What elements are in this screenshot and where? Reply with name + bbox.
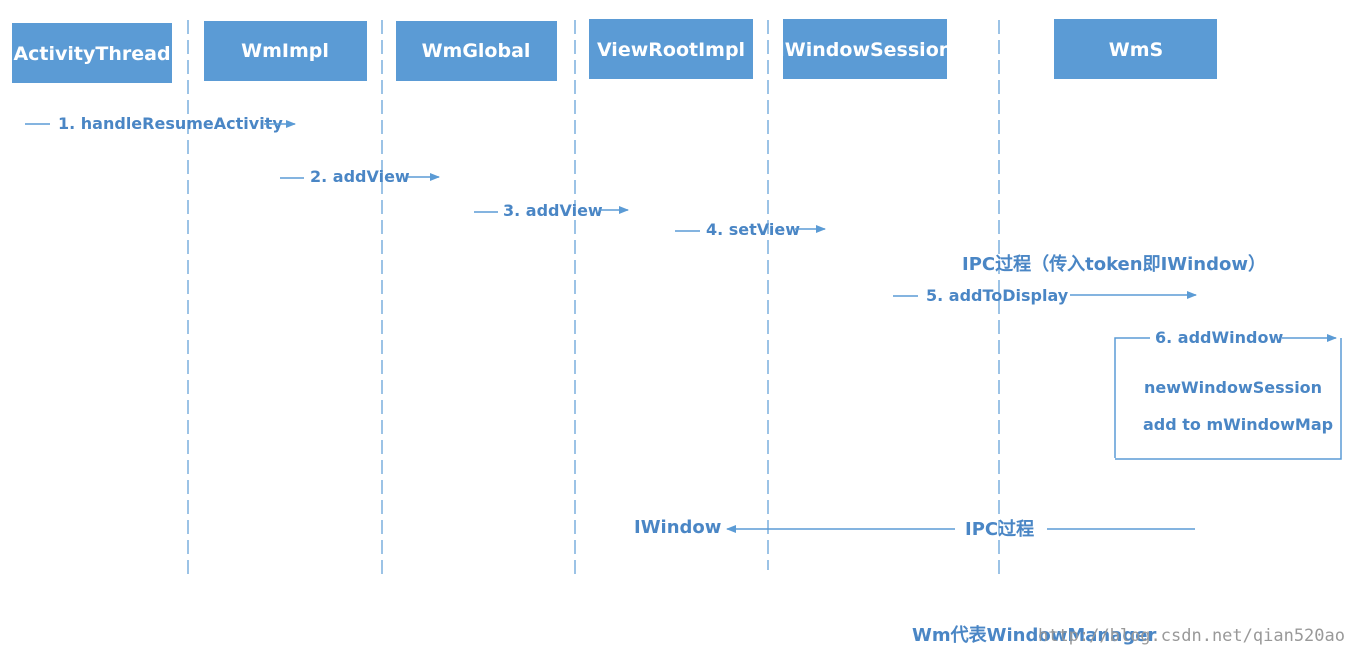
message-label-2: 2. addView bbox=[310, 167, 410, 186]
participant-iwindowsession: IWindowSession bbox=[778, 19, 953, 79]
watermark: http://blog.csdn.net/qian520ao bbox=[1038, 626, 1345, 646]
participant-label-wms: WmS bbox=[1109, 39, 1163, 61]
participant-wms: WmS bbox=[1054, 19, 1217, 79]
participant-activitythread: ActivityThread bbox=[12, 23, 172, 83]
participant-wmglobal: WmGlobal bbox=[396, 21, 557, 81]
wms-box-line-1: newWindowSession bbox=[1144, 378, 1322, 397]
message-label-6: 6. addWindow bbox=[1155, 328, 1283, 347]
message-label-3: 3. addView bbox=[503, 201, 603, 220]
message-label-1: 1. handleResumeActivity bbox=[58, 114, 283, 133]
message-addview-1: 2. addView bbox=[280, 167, 440, 186]
message-addview-2: 3. addView bbox=[474, 201, 629, 220]
message-label-5: 5. addToDisplay bbox=[926, 286, 1069, 305]
message-addtodisplay: 5. addToDisplay bbox=[893, 286, 1197, 305]
message-handleresumeactivity: 1. handleResumeActivity bbox=[25, 114, 296, 133]
message-setview: 4. setView bbox=[675, 220, 826, 239]
message-label-4: 4. setView bbox=[706, 220, 800, 239]
participant-label-activitythread: ActivityThread bbox=[13, 43, 170, 65]
participant-label-viewrootimpl: ViewRootImpl bbox=[597, 39, 745, 61]
return-ipc-label: IPC过程 bbox=[965, 518, 1034, 540]
participant-label-wmimpl: WmImpl bbox=[241, 40, 329, 62]
wms-activation-box: 6. addWindow newWindowSession add to mWi… bbox=[1114, 328, 1342, 460]
wms-box-line-2: add to mWindowMap bbox=[1143, 415, 1333, 434]
participant-viewrootimpl: ViewRootImpl bbox=[589, 19, 753, 79]
participant-wmimpl: WmImpl bbox=[204, 21, 367, 81]
footer-note: Wm代表WindowManager bbox=[912, 624, 1156, 646]
participant-label-wmglobal: WmGlobal bbox=[422, 40, 531, 62]
return-target-label: IWindow bbox=[634, 517, 721, 538]
ipc-note: IPC过程（传入token即IWindow） bbox=[962, 253, 1266, 275]
participant-label-iwindowsession: IWindowSession bbox=[778, 39, 953, 61]
return-message: IPC过程 IWindow bbox=[634, 517, 1195, 540]
